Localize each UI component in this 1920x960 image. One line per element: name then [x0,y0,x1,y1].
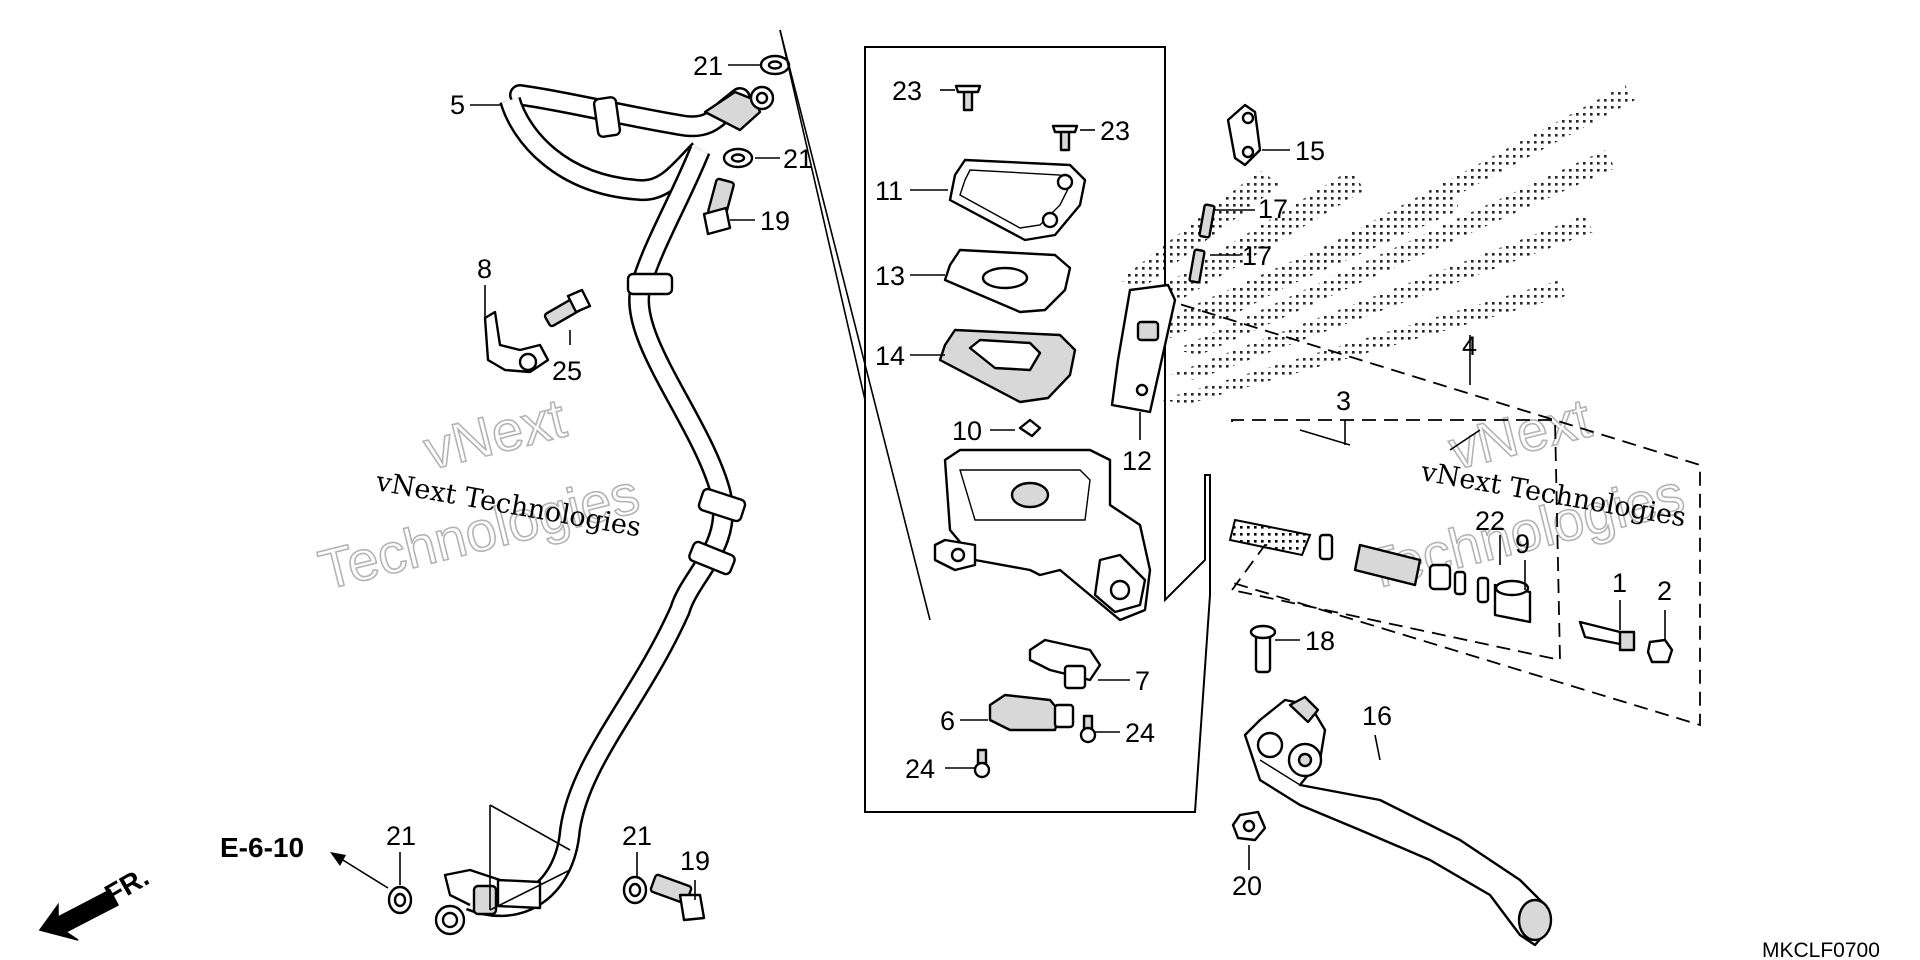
leader-lines [489,29,931,911]
callout-9: 9 [1515,529,1530,559]
switch-parts [973,638,1102,779]
reference-label[interactable]: E-6-10 [220,832,304,863]
callout-10: 10 [952,416,982,446]
callout-17-b: 17 [1242,241,1272,271]
banjo-bolts [387,54,791,922]
callout-6: 6 [940,706,955,736]
callout-24-a: 24 [905,754,935,784]
callout-3: 3 [1336,386,1351,416]
callout-2: 2 [1657,576,1672,606]
callout-leaders [399,64,1666,900]
callout-8: 8 [477,254,492,284]
callout-12: 12 [1122,446,1152,476]
callout-13: 13 [875,261,905,291]
callout-21-c: 21 [386,821,416,851]
diagram-code: MKCLF0700 [1762,939,1880,960]
reservoir-parts [938,84,1087,404]
master-cylinder [933,418,1152,622]
callout-7: 7 [1135,666,1150,696]
piston-parts [1228,518,1674,664]
callout-20: 20 [1232,871,1262,901]
callout-19-a: 19 [760,206,790,236]
callout-14: 14 [875,341,905,371]
callout-23-b: 23 [1100,116,1130,146]
callout-numbers: 5 21 21 19 8 25 23 23 11 13 14 10 12 15 … [386,51,1672,901]
clutch-hose [434,84,775,936]
callout-16: 16 [1362,701,1392,731]
callout-21-a: 21 [693,51,723,81]
callout-1: 1 [1612,568,1627,598]
callout-21-d: 21 [622,821,652,851]
callout-15: 15 [1295,136,1325,166]
callout-18: 18 [1305,626,1335,656]
clutch-lever [1231,624,1553,947]
callout-24-b: 24 [1125,718,1155,748]
callout-11: 11 [875,176,903,206]
callout-5: 5 [450,90,465,120]
watermark-big-1: vNext [418,386,573,482]
callout-4: 4 [1462,331,1477,361]
reference-link[interactable]: E-6-10 [220,832,389,889]
callout-22: 22 [1475,506,1505,536]
callout-17-a: 17 [1258,194,1288,224]
front-arrow-icon: FR. [38,861,154,941]
wing-logo [1120,85,1635,404]
callout-19-b: 19 [680,846,710,876]
callout-21-b: 21 [783,144,813,174]
hose-clamp [483,288,592,374]
callout-25: 25 [552,356,582,386]
holder-parts [1110,103,1262,414]
callout-23-a: 23 [892,76,922,106]
